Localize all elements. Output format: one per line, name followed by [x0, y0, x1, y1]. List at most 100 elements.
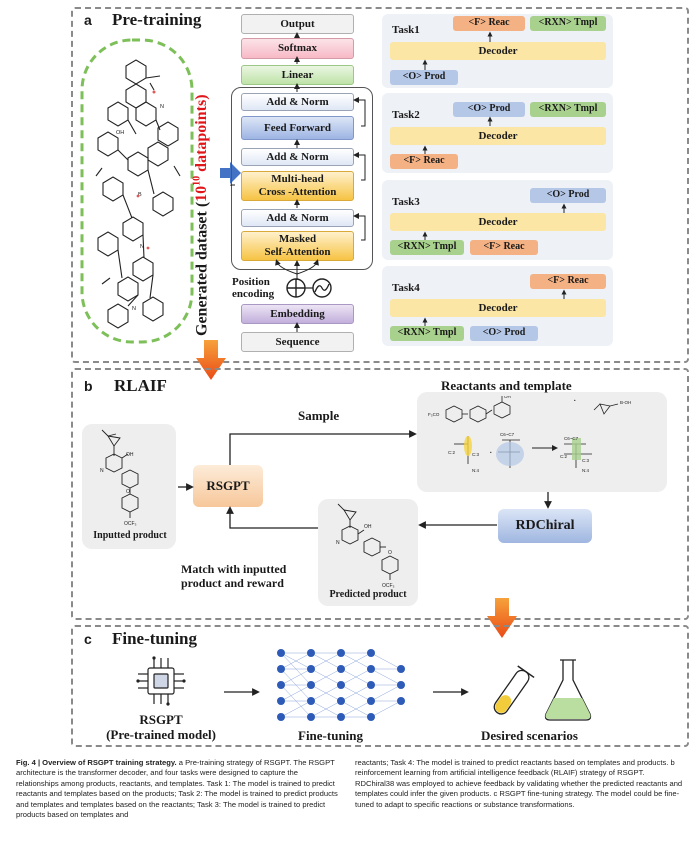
predicted-product-label: Predicted product	[329, 589, 407, 600]
svg-text:O: O	[388, 550, 392, 556]
task4-token-reac: <F> Reac	[530, 274, 606, 289]
chip-icon	[136, 656, 186, 706]
output-block: Output	[241, 14, 354, 34]
panel-c-letter: c	[84, 631, 92, 647]
task2-token-tmpl: <RXN> Tmpl	[530, 102, 606, 117]
inputted-product-label: Inputted product	[93, 530, 167, 541]
dataset-count-suffix: datapoints)	[193, 94, 211, 176]
figure-caption-col2: reactants; Task 4: The model is trained …	[355, 758, 683, 809]
rsgpt-node: RSGPT	[193, 465, 263, 507]
svg-text:B-OH: B-OH	[620, 400, 631, 405]
svg-text:N:4: N:4	[472, 468, 480, 473]
task3-token-tmpl: <RXN> Tmpl	[390, 240, 464, 255]
dataset-molecules-illustration: OH N B N N	[95, 59, 181, 329]
caption-col1-text: a Pre-training strategy of RSGPT. The RS…	[16, 758, 338, 820]
svg-text:N: N	[100, 468, 104, 474]
inputted-product-molecule: OH N O OCF₃	[100, 429, 139, 526]
sample-label: Sample	[298, 408, 340, 423]
add-norm-block-1: Add & Norm	[241, 93, 354, 111]
task3-token-reac: <F> Reac	[470, 240, 538, 255]
panel-b-title: RLAIF	[114, 376, 167, 395]
svg-text:OH: OH	[116, 130, 124, 136]
pretrained-model-label: RSGPT (Pre-trained model)	[106, 712, 216, 742]
svg-text:C:3: C:3	[472, 452, 480, 457]
task1-token-reac: <F> Reac	[453, 16, 525, 31]
svg-text:C:2: C:2	[448, 450, 456, 455]
fine-tuning-flow-arrows	[224, 688, 469, 696]
linear-block: Linear	[241, 65, 354, 85]
panel-a-title: Pre-training	[112, 10, 202, 29]
svg-text:N: N	[140, 244, 144, 250]
svg-text:OH: OH	[364, 524, 372, 530]
add-norm-block-2: Add & Norm	[241, 148, 354, 166]
panel-a	[71, 7, 689, 363]
position-encoding-symbols	[286, 278, 332, 298]
svg-text:O: O	[126, 489, 130, 495]
panel-a-letter: a	[84, 12, 92, 28]
task-arrows	[422, 31, 567, 326]
fine-tuning-label: Fine-tuning	[298, 728, 364, 743]
svg-text:OCF₃: OCF₃	[124, 521, 137, 526]
svg-text:OCF₃: OCF₃	[382, 583, 395, 588]
inputted-product-box	[82, 424, 176, 549]
sequence-block: Sequence	[241, 332, 354, 352]
panel-b	[71, 368, 689, 620]
decoder-layer-frame	[231, 87, 373, 270]
task4-token-tmpl: <RXN> Tmpl	[390, 326, 464, 341]
feed-forward-block: Feed Forward	[241, 116, 354, 140]
svg-text:N: N	[160, 104, 164, 110]
svg-text:N:4: N:4	[582, 468, 590, 473]
svg-text:F₃CO: F₃CO	[428, 412, 440, 417]
svg-text:B: B	[138, 192, 142, 198]
desired-scenarios-label: Desired scenarios	[481, 728, 578, 743]
svg-text:OH: OH	[504, 396, 511, 399]
svg-text:OH: OH	[126, 452, 134, 458]
softmax-block: Softmax	[241, 38, 354, 59]
task3-decoder: Decoder	[390, 213, 606, 231]
svg-text:C6~C7: C6~C7	[500, 432, 515, 437]
dataset-oval	[80, 38, 194, 344]
rlaif-flow-arrows	[178, 430, 552, 529]
predicted-product-box	[318, 499, 418, 606]
task1-token-prod: <O> Prod	[390, 70, 458, 85]
predicted-product-molecule: OH N O OCF₃	[336, 503, 399, 588]
svg-text:C:2: C:2	[560, 454, 568, 459]
neural-network-icon	[277, 649, 405, 721]
dataset-to-model-arrow	[220, 162, 241, 184]
test-tube-icon	[493, 665, 535, 715]
task4-decoder: Decoder	[390, 299, 606, 317]
svg-text:C6~C7: C6~C7	[564, 436, 579, 441]
rdchiral-node: RDChiral	[498, 509, 592, 543]
task4-token-prod: <O> Prod	[470, 326, 538, 341]
svg-text:•: •	[490, 450, 492, 455]
task1-decoder: Decoder	[390, 42, 606, 60]
task4-label: Task4	[392, 282, 420, 294]
reactants-template-title: Reactants and template	[441, 378, 572, 393]
task2-label: Task2	[392, 109, 420, 121]
dataset-label-text: Generated dataset (	[193, 201, 211, 336]
svg-text:•: •	[574, 398, 576, 403]
figure-caption-col1: Fig. 4 | Overview of RSGPT training stra…	[16, 758, 342, 820]
task1-token-tmpl: <RXN> Tmpl	[530, 16, 606, 31]
dataset-count-base: 10	[193, 185, 211, 202]
match-reward-label: Match with inputted product and reward	[181, 562, 287, 590]
caption-heading: Fig. 4 | Overview of RSGPT training stra…	[16, 758, 177, 767]
dataset-count-exp: 10	[192, 175, 203, 186]
task3-label: Task3	[392, 196, 420, 208]
panel-b-to-c-arrow	[487, 598, 517, 638]
dataset-label: Generated dataset (1010 datapoints)	[192, 94, 211, 336]
cross-attention-block: Multi-head Cross -Attention	[241, 171, 354, 201]
task1-label: Task1	[392, 24, 420, 36]
panel-c	[71, 625, 689, 747]
add-norm-block-3: Add & Norm	[241, 209, 354, 227]
svg-text:C:3: C:3	[582, 458, 590, 463]
panel-a-to-b-arrow	[196, 340, 226, 380]
svg-text:N: N	[336, 540, 340, 546]
position-encoding-label: Position encoding	[232, 276, 275, 300]
task2-decoder: Decoder	[390, 127, 606, 145]
decoder-stack-arrows	[230, 32, 366, 332]
svg-text:N: N	[132, 306, 136, 312]
panel-c-title: Fine-tuning	[112, 629, 198, 648]
panel-b-letter: b	[84, 378, 93, 394]
